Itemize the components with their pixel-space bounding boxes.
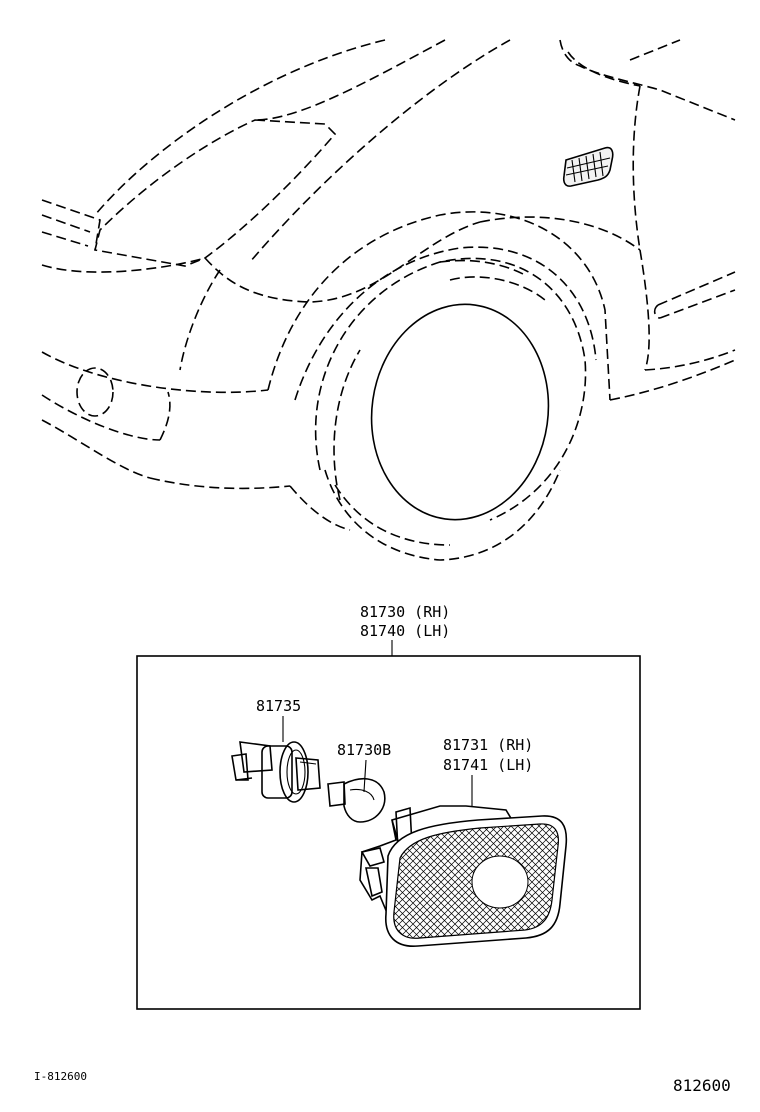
diagram-code: 812600 — [673, 1076, 731, 1095]
socket-label: 81735 — [256, 697, 301, 715]
bulb-leader — [363, 759, 367, 793]
lens-part — [359, 805, 568, 947]
assembly-lh-label: 81740 (LH) — [360, 622, 450, 640]
reference-code: I-812600 — [34, 1070, 87, 1083]
lens-rh-label: 81731 (RH) — [443, 736, 533, 754]
lens-lh-label: 81741 (LH) — [443, 756, 533, 774]
assembly-frame — [136, 655, 641, 1010]
side-marker-on-car — [562, 146, 614, 187]
bulb-part — [327, 777, 386, 823]
assembly-rh-label: 81730 (RH) — [360, 603, 450, 621]
socket-part — [231, 741, 321, 803]
car-outline — [41, 39, 736, 561]
bulb-label: 81730B — [337, 741, 391, 759]
